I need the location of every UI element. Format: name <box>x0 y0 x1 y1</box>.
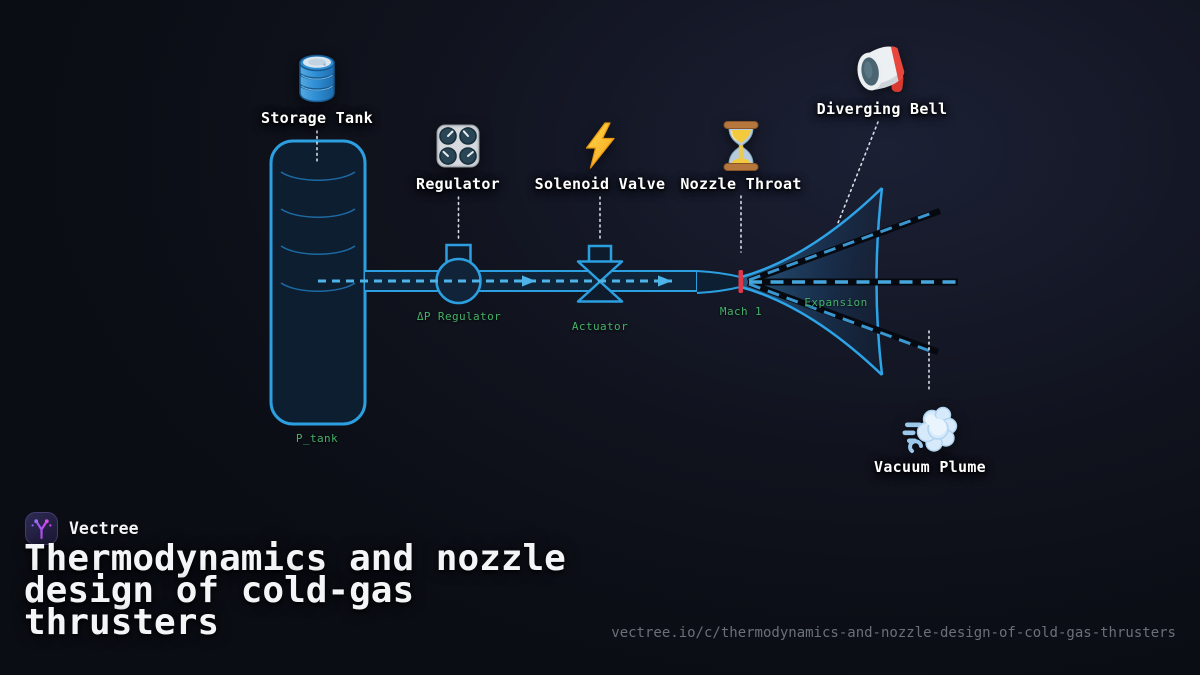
nozzle-throat-label: Nozzle Throat <box>680 175 802 193</box>
regulator-label: Regulator <box>416 175 500 193</box>
page-title: Thermodynamics and nozzle design of cold… <box>24 538 566 643</box>
megaphone-icon <box>857 46 905 93</box>
thruster-schematic <box>269 121 958 426</box>
dp-regulator-annotation: ΔP Regulator <box>416 310 502 323</box>
diverging-bell-label: Diverging Bell <box>816 100 948 118</box>
mach1-throat-marker <box>738 270 743 293</box>
leader-lines <box>316 121 930 390</box>
storage-tank-label: Storage Tank <box>261 109 373 127</box>
expansion-rays <box>748 211 958 353</box>
wind-puff-icon <box>902 406 958 453</box>
vacuum-plume-label: Vacuum Plume <box>874 458 986 476</box>
p-tank-annotation: P_tank <box>295 432 339 445</box>
brand-name: Vectree <box>69 519 139 538</box>
page-url: vectree.io/c/thermodynamics-and-nozzle-d… <box>611 625 1176 641</box>
control-knobs-icon <box>436 124 480 168</box>
solenoid-valve-label: Solenoid Valve <box>534 175 666 193</box>
brand-row: Vectree <box>25 512 139 545</box>
hourglass-icon <box>723 121 759 171</box>
regulator-symbol <box>435 243 482 305</box>
lightning-bolt-icon <box>585 122 615 169</box>
actuator-annotation: Actuator <box>571 320 629 333</box>
solenoid-valve-symbol <box>576 244 624 303</box>
converging-section <box>696 270 741 294</box>
mach1-annotation: Mach 1 <box>719 305 763 318</box>
oil-drum-icon <box>299 54 335 103</box>
expansion-annotation: Expansion <box>804 296 868 309</box>
vectree-logo-icon <box>25 512 58 545</box>
flow-line <box>318 275 672 287</box>
